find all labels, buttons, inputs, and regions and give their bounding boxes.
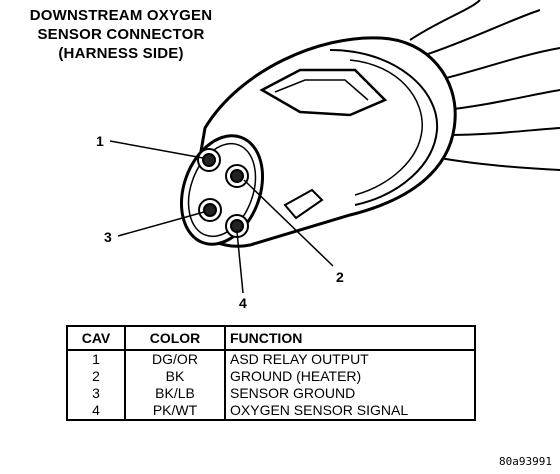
cell-function: SENSOR GROUND <box>224 385 476 402</box>
header-color: COLOR <box>124 325 226 351</box>
callout-4: 4 <box>239 295 247 311</box>
leader-lines <box>109 140 334 294</box>
title-line-2: SENSOR CONNECTOR <box>37 26 205 43</box>
header-cav: CAV <box>66 325 126 351</box>
cell-cav: 1 <box>66 350 126 368</box>
figure-id: 80a93991 <box>499 455 552 468</box>
cell-function: ASD RELAY OUTPUT <box>224 350 476 368</box>
header-function: FUNCTION <box>224 325 476 351</box>
cell-cav: 4 <box>66 402 126 421</box>
table-row: 4 PK/WT OXYGEN SENSOR SIGNAL <box>66 402 476 421</box>
table-row: 2 BK GROUND (HEATER) <box>66 368 476 385</box>
harness-wires <box>409 0 560 171</box>
callout-3: 3 <box>104 229 112 245</box>
cell-cav: 2 <box>66 368 126 385</box>
cell-cav: 3 <box>66 385 126 402</box>
table-row: 3 BK/LB SENSOR GROUND <box>66 385 476 402</box>
diagram-title: DOWNSTREAM OXYGEN SENSOR CONNECTOR (HARN… <box>6 6 236 63</box>
title-line-1: DOWNSTREAM OXYGEN <box>29 7 213 24</box>
callout-1: 1 <box>96 133 104 149</box>
table-header-row: CAV COLOR FUNCTION <box>66 325 476 351</box>
callout-2: 2 <box>336 269 344 285</box>
cell-function: GROUND (HEATER) <box>224 368 476 385</box>
table-row: 1 DG/OR ASD RELAY OUTPUT <box>66 350 476 368</box>
cell-color: BK/LB <box>124 385 226 402</box>
pin-cavities <box>197 148 249 238</box>
title-line-3: (HARNESS SIDE) <box>58 45 184 62</box>
pinout-table: CAV COLOR FUNCTION 1 DG/OR ASD RELAY OUT… <box>66 325 476 421</box>
cell-color: PK/WT <box>124 402 226 421</box>
cell-color: BK <box>124 368 226 385</box>
cell-color: DG/OR <box>124 350 226 368</box>
cell-function: OXYGEN SENSOR SIGNAL <box>224 402 476 421</box>
